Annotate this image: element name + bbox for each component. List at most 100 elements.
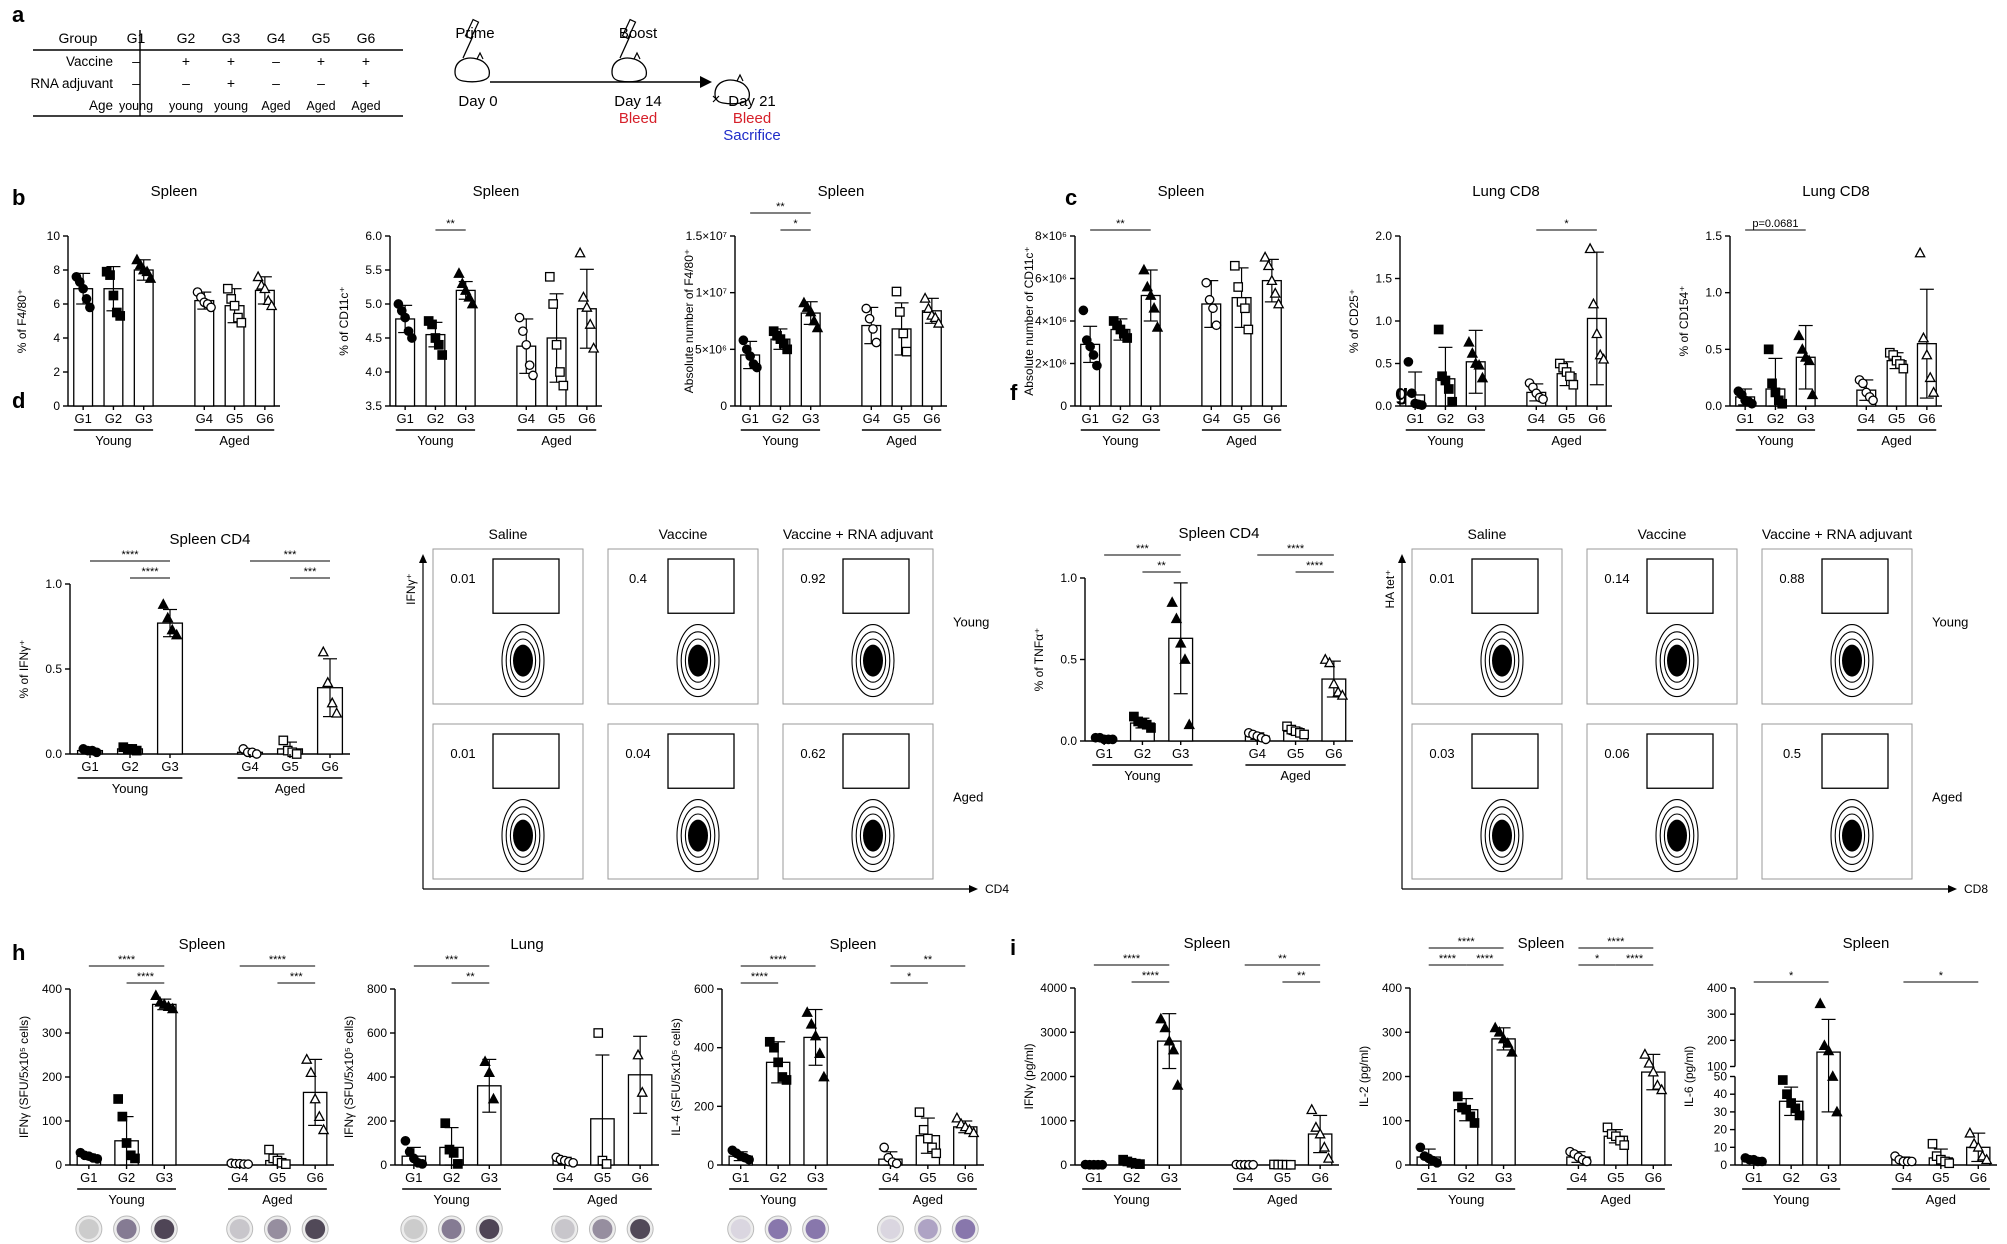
timeline-sacrifice: Sacrifice [723, 127, 781, 144]
data-point [1921, 348, 1933, 360]
chart-title: Spleen [818, 183, 865, 200]
data-point [551, 339, 562, 350]
timeline-day21: Day 21 [728, 93, 776, 110]
elispot-spots-icon [917, 1219, 938, 1239]
data-point [1211, 320, 1222, 331]
significance-label: **** [1607, 936, 1625, 948]
density-core [1492, 644, 1512, 677]
flow-plot-frame [607, 548, 759, 705]
x-tick-label: G3 [135, 411, 152, 426]
data-point [745, 351, 755, 361]
data-point [92, 1153, 103, 1164]
group-label-young: Young [762, 433, 798, 448]
x-tick-label: G1 [1081, 411, 1098, 426]
data-point [243, 1159, 253, 1169]
significance-label: ** [1116, 218, 1125, 230]
y-tick-label: 4×10⁶ [1035, 314, 1067, 328]
density-contour [1659, 806, 1695, 865]
data-point [1175, 636, 1187, 648]
y-tick-label: 200 [1382, 1070, 1402, 1084]
data-point [407, 333, 417, 343]
data-point [1568, 379, 1579, 390]
y-tick-label: 200 [367, 1114, 387, 1128]
data-point [1208, 303, 1218, 314]
x-tick-label: G3 [802, 411, 819, 426]
data-point [801, 1006, 813, 1017]
data-point [1233, 282, 1244, 292]
y-tick-label: 0 [1060, 399, 1067, 413]
data-point [305, 1066, 317, 1078]
data-point [868, 324, 878, 334]
y-axis-title: Absolute number of F4/80⁺ [682, 249, 696, 393]
data-point [1506, 1045, 1518, 1057]
data-point [115, 311, 126, 321]
data-point [1502, 1037, 1514, 1048]
panel-letter-f: f [1010, 380, 1018, 405]
data-point [1469, 1118, 1480, 1128]
data-point [1088, 350, 1099, 360]
arrow-head-icon [1398, 554, 1406, 563]
data-point [453, 267, 465, 278]
table-header-G6: G6 [357, 30, 376, 46]
data-point [584, 318, 596, 329]
x-tick-label: G2 [1112, 411, 1129, 426]
y-tick-label: 5×10⁶ [695, 342, 727, 356]
y-tick-label: 6 [53, 297, 60, 311]
data-point [864, 313, 875, 324]
data-point [1141, 280, 1154, 292]
data-point [518, 326, 528, 337]
table-cell: – [272, 53, 280, 69]
y-tick-label: 2000 [1040, 1070, 1067, 1084]
significance-label: * [1595, 953, 1600, 965]
density-contour [859, 638, 887, 683]
y-tick-label: 400 [1707, 981, 1727, 995]
x-tick-label: G4 [518, 411, 535, 426]
gate-percentage: 0.04 [625, 746, 650, 761]
x-tick-label: G4 [241, 759, 258, 774]
y-tick-label: 0.0 [45, 747, 62, 761]
group-label-aged: Aged [913, 1192, 943, 1207]
y-axis-title: % of F4/80⁺ [15, 289, 29, 353]
data-point [1565, 371, 1575, 382]
y-tick-label: 3.5 [365, 399, 382, 413]
data-point [919, 292, 931, 303]
density-core [1842, 819, 1862, 852]
x-tick-label: G2 [1457, 1170, 1474, 1185]
flow-plot-frame [432, 548, 584, 705]
significance-label: ** [776, 201, 785, 213]
data-point [1122, 333, 1133, 343]
density-core [1667, 644, 1687, 677]
gate-box [842, 558, 910, 614]
x-tick-label: G1 [1406, 411, 1423, 426]
data-point [744, 1154, 754, 1165]
density-contour [680, 806, 716, 865]
flow-plot: 0.04 [607, 723, 759, 880]
y-tick-label: 0.0 [1375, 399, 1392, 413]
x-tick-label: G1 [81, 759, 98, 774]
significance-label: *** [290, 971, 304, 983]
table-row-label: Vaccine [66, 54, 113, 69]
x-tick-label: G2 [121, 759, 138, 774]
significance-label: * [1564, 218, 1569, 230]
data-point [1260, 734, 1271, 745]
data-point [309, 1092, 321, 1104]
x-tick-label: G1 [405, 1170, 422, 1185]
x-tick-label: G3 [161, 759, 178, 774]
group-label-young: Young [108, 1192, 144, 1207]
y-axis-title: IL-4 (SFU/5x10⁵ cells) [669, 1018, 683, 1136]
data-point [1201, 277, 1212, 288]
data-point [521, 339, 532, 350]
flow-column-label: Saline [489, 526, 528, 542]
y-tick-label: 4 [53, 331, 60, 345]
y-tick-label: 4.0 [365, 365, 382, 379]
mouse-ear-icon [633, 51, 641, 60]
data-point [1248, 1159, 1258, 1170]
data-point [818, 1070, 830, 1082]
density-contour [1663, 813, 1691, 858]
y-axis-title: % of TNFα⁺ [1032, 628, 1046, 692]
bar-G4 [194, 299, 215, 407]
x-tick-label: G6 [1645, 1170, 1662, 1185]
data-point [85, 302, 95, 313]
